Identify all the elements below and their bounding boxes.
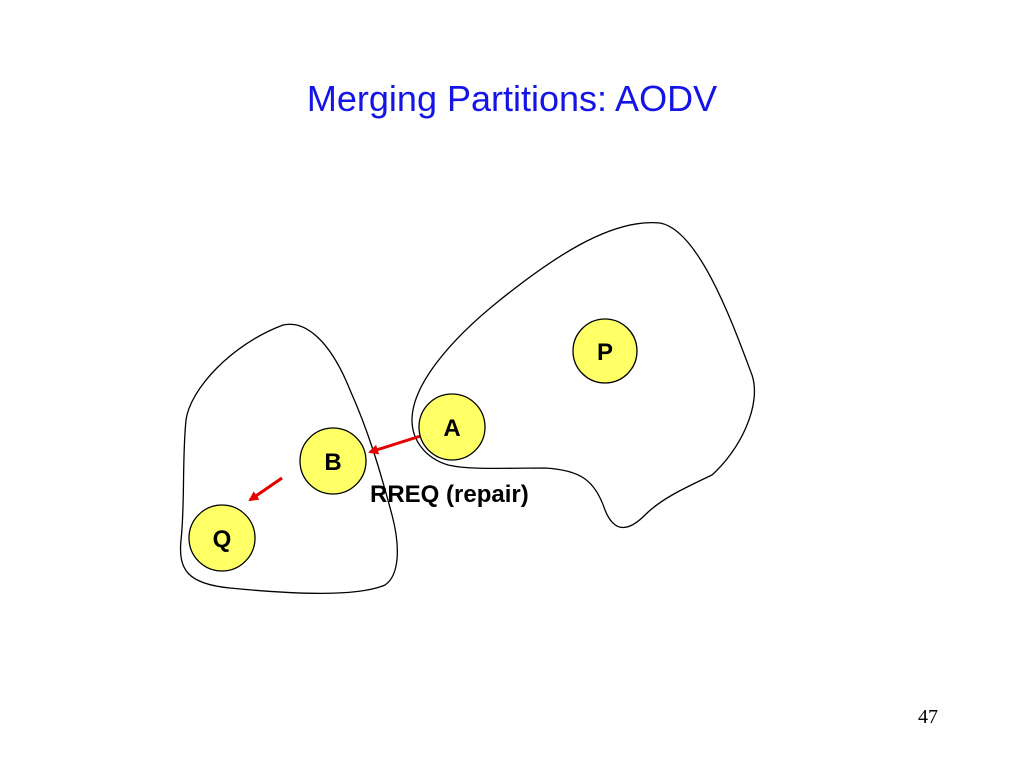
rreq-label: RREQ (repair) (370, 481, 529, 508)
node-p-circle (572, 318, 638, 384)
node-p-label: P (597, 339, 613, 366)
node-q: Q (188, 504, 256, 572)
node-p: P (572, 318, 638, 384)
left-partition-outline (179, 323, 398, 594)
right-partition-outline (411, 221, 756, 529)
node-q-circle (188, 504, 256, 572)
node-a-label: A (443, 415, 460, 442)
page-number: 47 (918, 706, 938, 728)
node-a-circle (418, 393, 486, 461)
arrow-b-to-q (248, 476, 283, 502)
node-b: B (299, 427, 367, 495)
node-a: A (418, 393, 486, 461)
arrow-a-to-b (368, 432, 428, 455)
slide-title: Merging Partitions: AODV (306, 78, 718, 119)
node-b-circle (299, 427, 367, 495)
node-b-label: B (324, 449, 341, 476)
node-q-label: Q (213, 526, 232, 553)
